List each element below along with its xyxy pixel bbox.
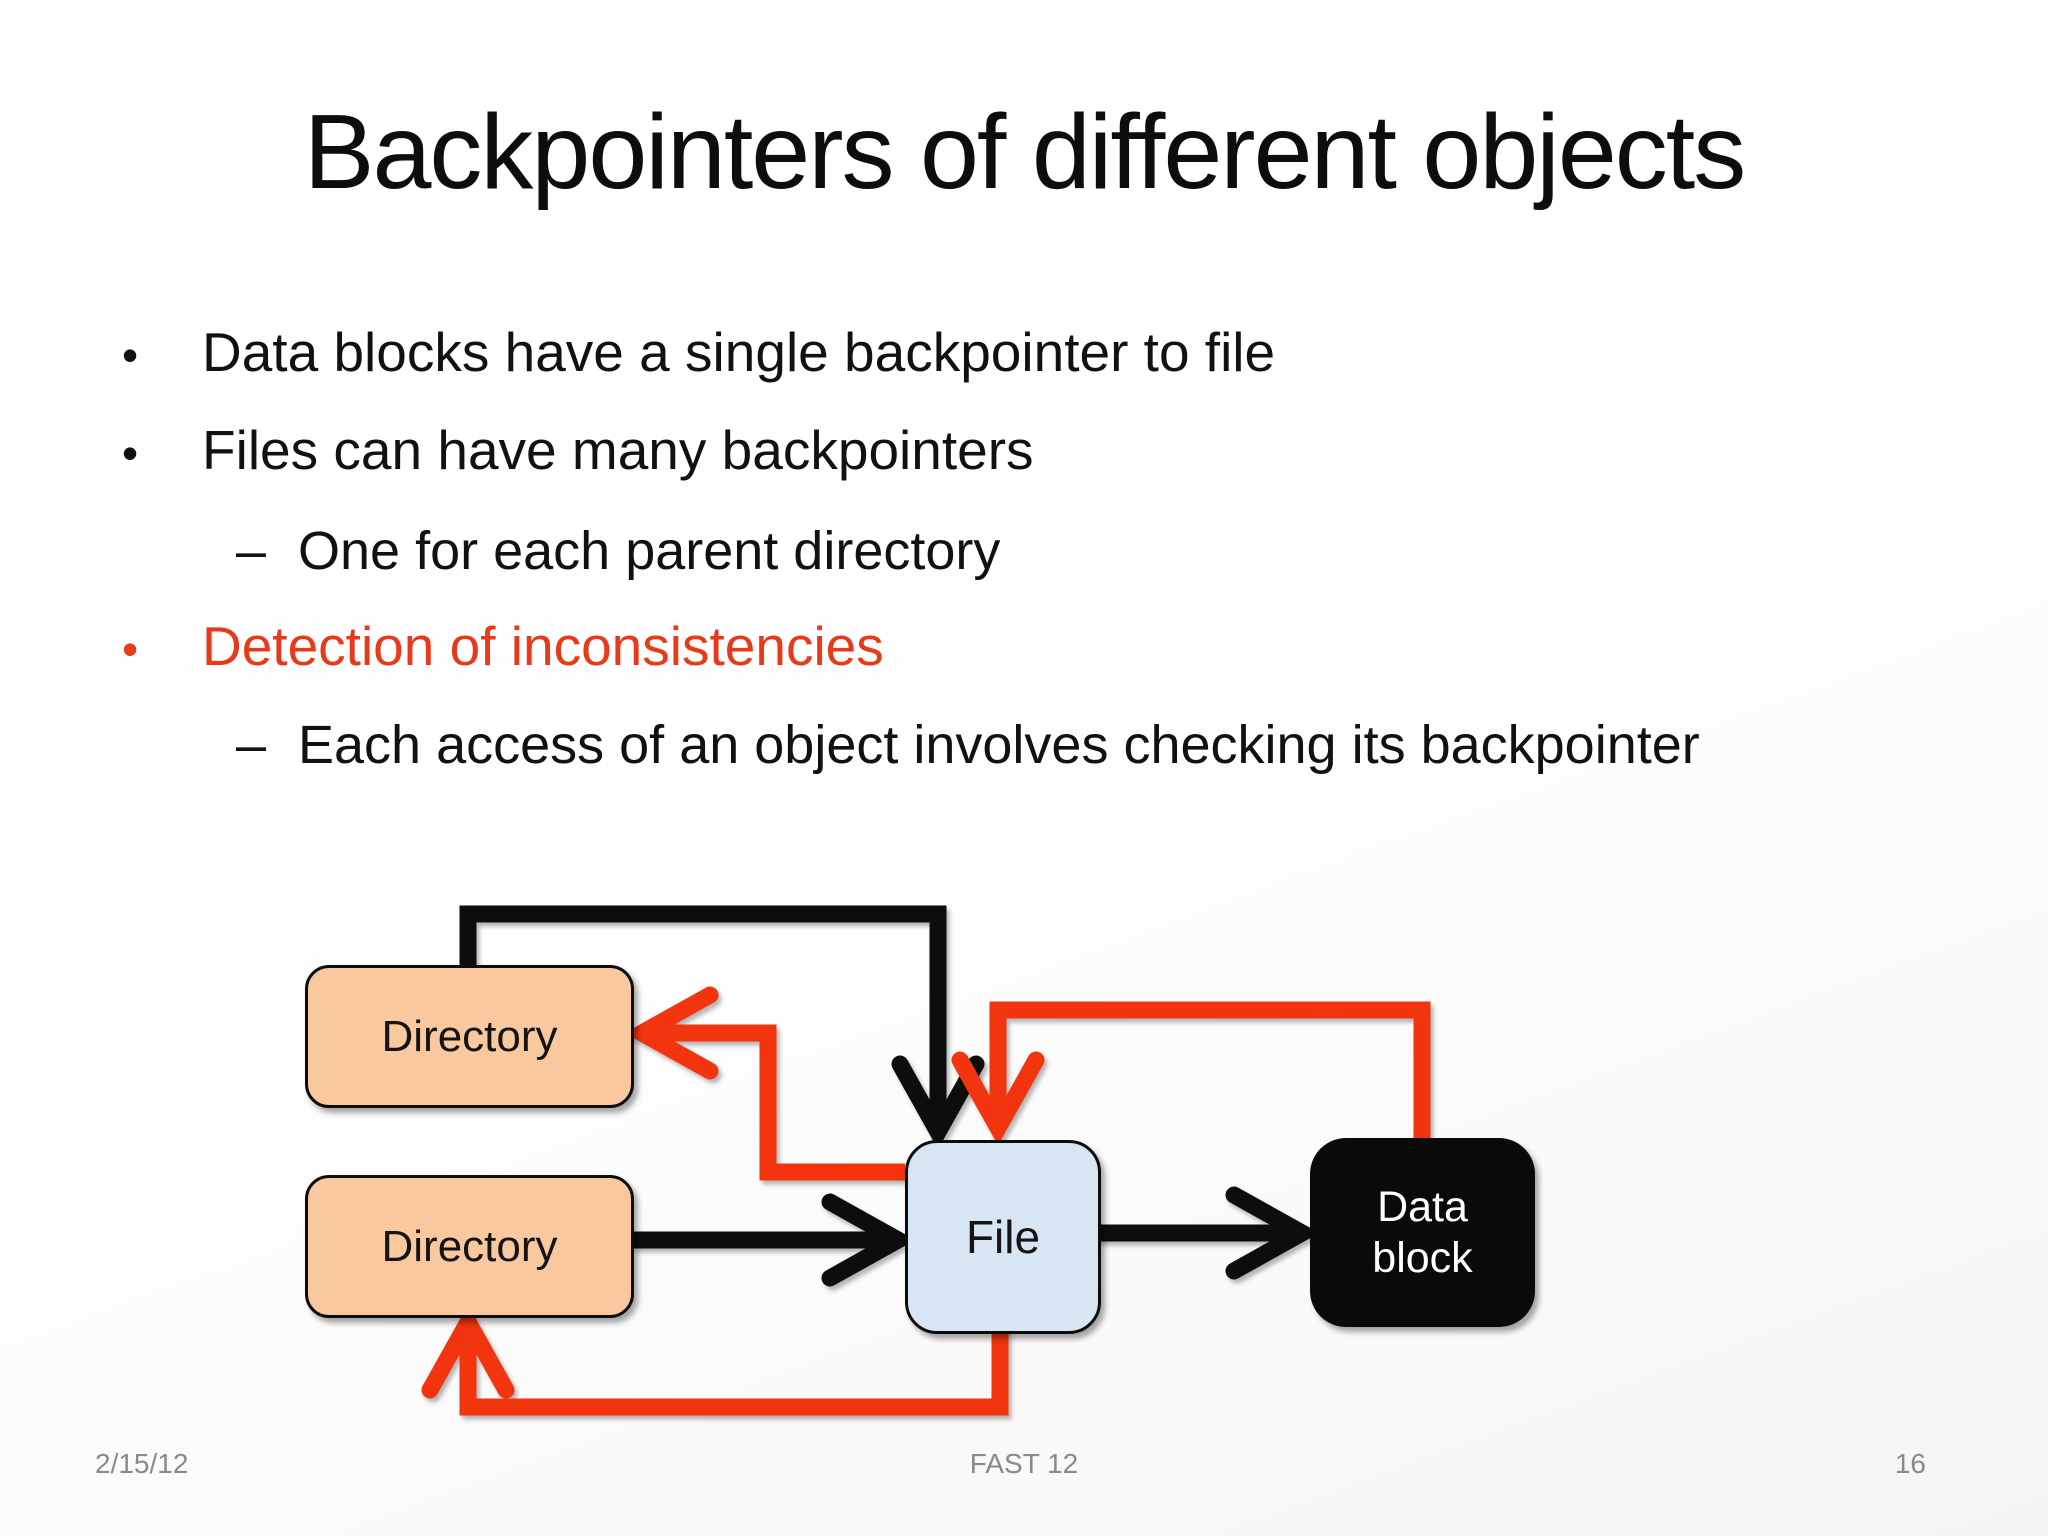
arrowhead-right-black	[1225, 1186, 1320, 1280]
bullet-marker: –	[236, 715, 267, 775]
node-label: Data block	[1372, 1182, 1473, 1282]
bullet-text: Detection of inconsistencies	[202, 615, 884, 677]
arrowhead-left-red	[624, 986, 719, 1080]
arrowhead-down-red	[951, 1051, 1045, 1146]
red-backpointer-edges	[421, 986, 1431, 1416]
bullet-marker: •	[122, 623, 139, 675]
node-label: File	[965, 1211, 1041, 1263]
node-directory-bottom: Directory	[305, 1175, 634, 1318]
bullet-text: Data blocks have a single backpointer to…	[202, 321, 1276, 383]
node-directory-top: Directory	[305, 965, 634, 1108]
node-label: Directory	[381, 1221, 558, 1271]
bullet-item: • Files can have many backpointers	[122, 418, 1034, 482]
footer-venue: FAST 12	[969, 1448, 1079, 1479]
node-label: Directory	[381, 1011, 558, 1061]
edge-file-to-dirbottom-backpointer	[459, 1324, 1009, 1416]
node-data-block: Data block	[1310, 1138, 1535, 1327]
bullet-subitem: – Each access of an object involves chec…	[236, 714, 1700, 776]
edge-dirtop-to-file	[459, 905, 947, 1130]
node-file: File	[905, 1140, 1101, 1334]
bullet-marker: •	[122, 329, 139, 381]
arrowhead-up-red	[421, 1304, 515, 1399]
bullet-item: • Data blocks have a single backpointer …	[122, 320, 1275, 384]
bullet-text: Each access of an object involves checki…	[298, 715, 1700, 775]
edge-file-to-dirtop-backpointer	[646, 1024, 905, 1181]
arrowhead-right-black	[821, 1193, 916, 1287]
bullet-subitem: – One for each parent directory	[236, 520, 1000, 582]
bullet-marker: –	[236, 521, 267, 581]
bullet-text: One for each parent directory	[298, 521, 1001, 581]
bullet-marker: •	[122, 427, 139, 479]
edge-datablock-to-file-backpointer	[989, 1001, 1431, 1142]
footer-page-number: 16	[1894, 1448, 1926, 1479]
footer-date: 2/15/12	[95, 1448, 189, 1479]
bullet-text: Files can have many backpointers	[202, 419, 1034, 481]
bullet-item-highlight: • Detection of inconsistencies	[122, 614, 884, 678]
slide-title: Backpointers of different objects	[303, 93, 1746, 211]
arrowhead-down-black	[891, 1055, 985, 1150]
black-pointer-edges	[459, 905, 1320, 1287]
